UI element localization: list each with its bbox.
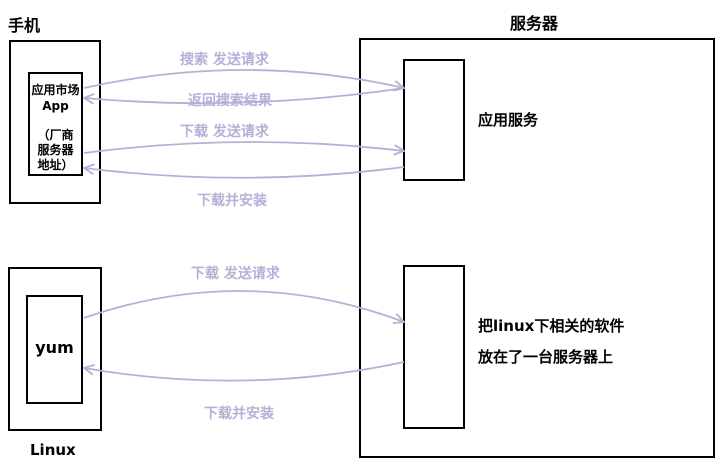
app-market-label: 应用市场 App [28, 82, 83, 114]
download-install-arrow-1 [84, 167, 405, 179]
vendor-server-note: （厂商 服务器 地址） [28, 128, 83, 173]
download-install-arrow-2 [84, 361, 405, 382]
app-market-box [28, 72, 83, 176]
linux-repo-line-2: 放在了一台服务器上 [478, 348, 614, 366]
download-request-label-2: 下载 发送请求 [191, 266, 280, 282]
linux-repo-box [403, 265, 465, 429]
vendor-note-line-1: （厂商 [37, 128, 74, 142]
vendor-note-line-3: 地址） [37, 158, 74, 172]
download-request-arrow-2 [83, 290, 404, 322]
vendor-note-line-2: 服务器 [37, 143, 74, 157]
download-install-label-1: 下载并安装 [197, 193, 267, 209]
yum-label: yum [35, 338, 74, 357]
app-service-box [403, 59, 465, 181]
app-market-line-2: App [42, 99, 69, 113]
return-results-arrow [84, 87, 405, 103]
linux-title: Linux [30, 441, 76, 459]
download-request-label-1: 下载 发送请求 [180, 124, 269, 140]
search-request-label: 搜索 发送请求 [180, 52, 269, 68]
server-title: 服务器 [510, 14, 559, 33]
download-install-label-2: 下载并安装 [204, 406, 274, 422]
return-results-label: 返回搜索结果 [188, 93, 272, 109]
app-service-label: 应用服务 [478, 111, 539, 129]
app-market-line-1: 应用市场 [31, 83, 80, 97]
linux-repo-line-1: 把linux下相关的软件 [478, 317, 625, 335]
download-request-arrow-1 [83, 141, 404, 153]
yum-box [26, 295, 83, 404]
phone-title: 手机 [8, 16, 41, 35]
search-request-arrow [83, 69, 404, 88]
